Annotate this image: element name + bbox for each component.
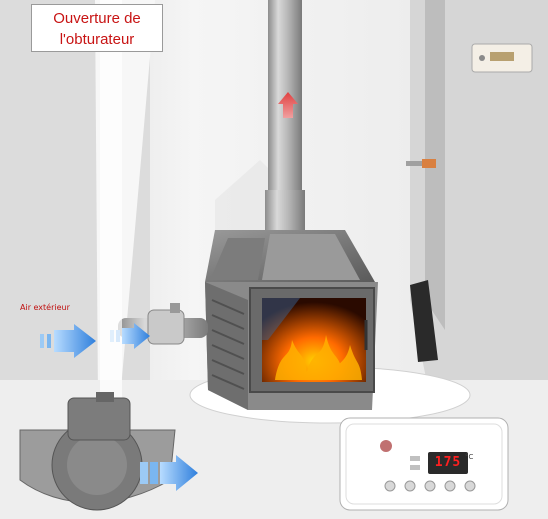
controller-display-unit: °C: [465, 453, 474, 461]
shutter-actuator: [19, 392, 198, 511]
sensor-probe-icon: [406, 159, 436, 168]
controller-display-value: 175: [434, 455, 462, 470]
up-arrow-icon: [278, 92, 298, 118]
wall-thermostat-icon: [471, 43, 533, 73]
air-flow-arrow-icon: [40, 324, 96, 358]
shutter-label-line2: l'obturateur: [59, 31, 135, 48]
thermostat-icon: [339, 417, 509, 511]
shutter-label-line1: Ouverture de: [53, 10, 141, 27]
outside-air-label: Air extérieur: [20, 303, 70, 312]
shutter-opening-label: Ouverture de l'obturateur: [31, 4, 163, 52]
